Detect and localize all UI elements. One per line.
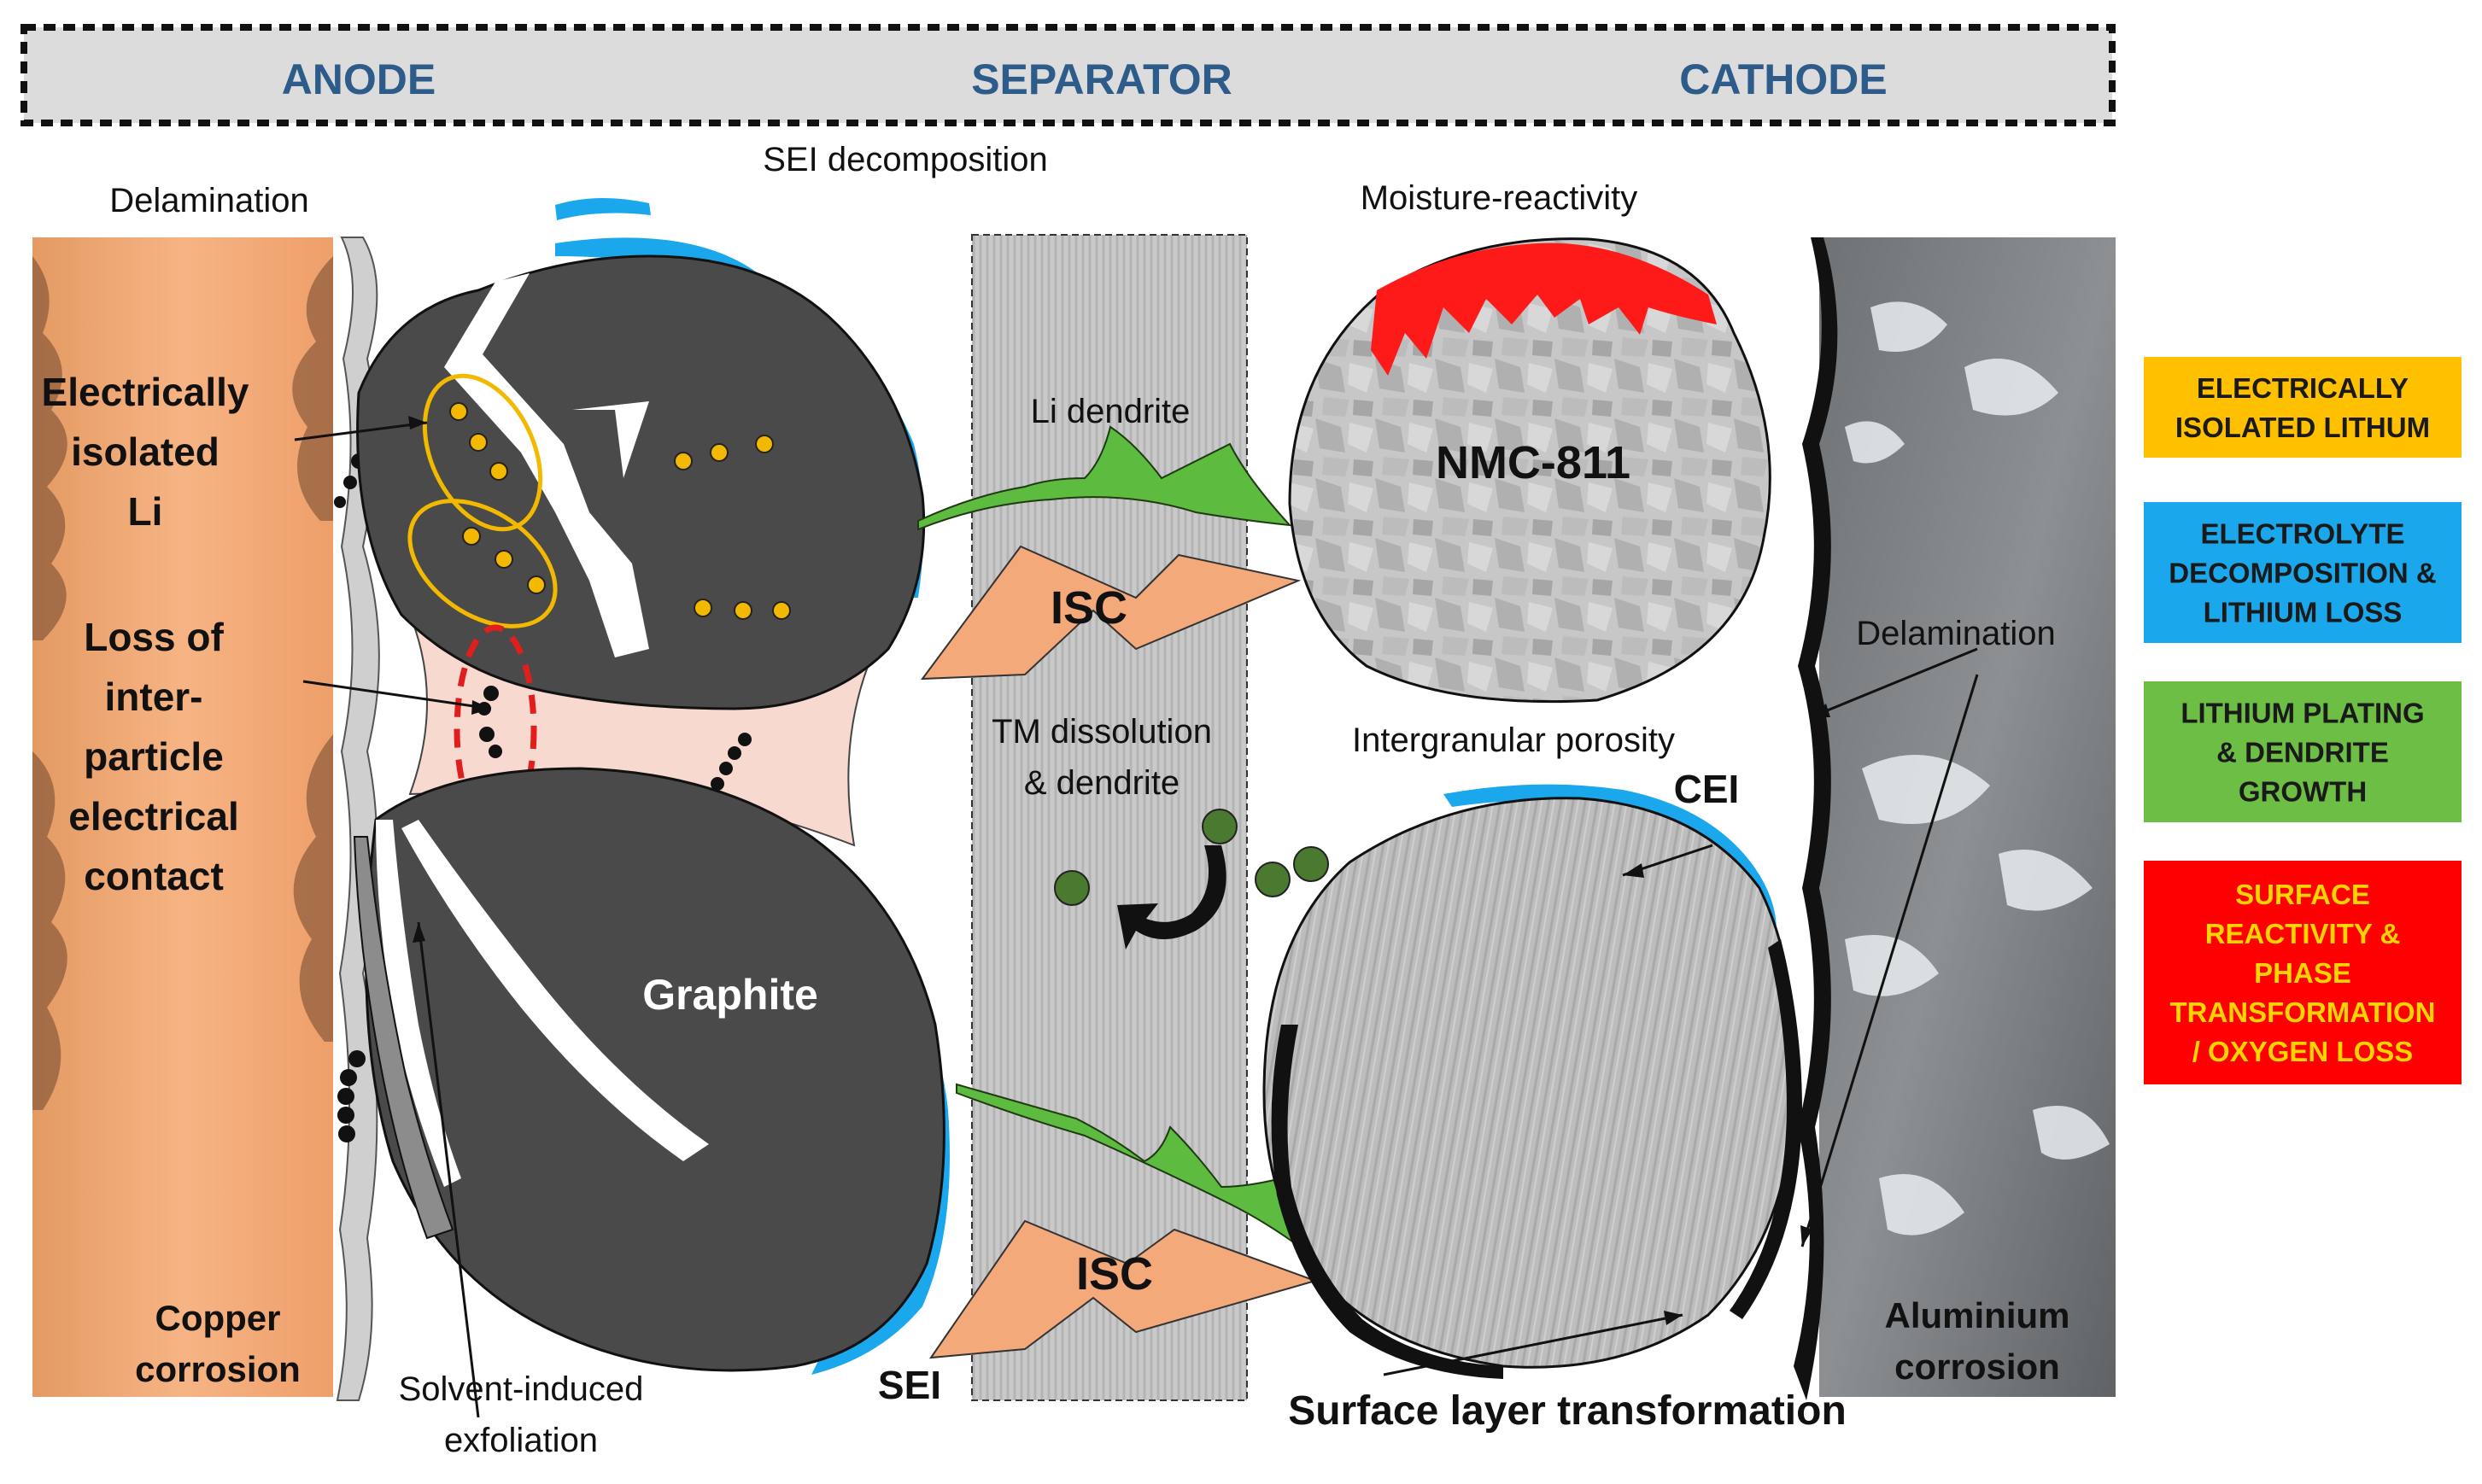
graphite-particle-top	[356, 254, 926, 710]
label-isolated-li-1: Electrically	[42, 370, 249, 414]
surface-layer-ring-right	[1730, 939, 1802, 1319]
label-solvent-exfoliation-2: exfoliation	[444, 1422, 598, 1459]
label-sei-decomposition: SEI decomposition	[763, 141, 1048, 178]
label-contact-loss-4: electrical	[68, 794, 238, 838]
legend-label-4-line-4: TRANSFORMATION	[2169, 996, 2435, 1028]
nmc-particle-bottom	[1262, 797, 1797, 1369]
label-moisture-reactivity: Moisture-reactivity	[1361, 179, 1638, 217]
label-isolated-li-2: isolated	[71, 429, 220, 474]
surface-layer-ring	[1271, 1025, 1503, 1379]
header-anode: ANODE	[282, 56, 436, 103]
li-dendrite-top	[917, 425, 1292, 531]
contact-loss-particles	[477, 686, 752, 791]
aluminium-collector	[1819, 237, 2116, 1397]
legend-label-4-line-2: REACTIVITY &	[2205, 918, 2401, 949]
label-cei: CEI	[1674, 767, 1740, 811]
legend-box-2	[2144, 502, 2462, 643]
label-contact-loss-2: inter-	[105, 675, 203, 719]
label-solvent-exfoliation-1: Solvent-induced	[399, 1370, 644, 1408]
label-contact-loss-1: Loss of	[84, 615, 224, 659]
header-cathode: CATHODE	[1679, 56, 1888, 103]
legend-label-3-line-3: GROWTH	[2239, 776, 2367, 808]
interface-particles-bottom	[337, 1050, 366, 1142]
label-isc-top: ISC	[1051, 582, 1127, 634]
cei-layer	[1443, 784, 1777, 931]
label-copper-corrosion-2: corrosion	[135, 1349, 301, 1389]
label-delamination-right: Delamination	[1856, 615, 2055, 652]
exfoliation-gap	[376, 820, 461, 1187]
legend-label-2-line-1: ELECTROLYTE	[2201, 518, 2405, 550]
label-aluminium-corrosion-1: Aluminium	[1885, 1295, 2070, 1335]
graphite-crack-top	[444, 273, 649, 657]
isolated-li-dots	[449, 402, 791, 620]
oxygen-loss-region	[1371, 242, 1717, 376]
legend-box-4	[2144, 861, 2462, 1084]
legend-label-2-line-2: DECOMPOSITION &	[2169, 558, 2437, 589]
label-contact-loss-3: particle	[84, 734, 224, 779]
label-delamination-left: Delamination	[109, 182, 308, 219]
label-isolated-li-3: Li	[128, 489, 163, 534]
legend-label-1-line-1: ELECTRICALLY	[2197, 372, 2409, 404]
label-graphite: Graphite	[642, 971, 818, 1019]
label-nmc: NMC-811	[1436, 437, 1630, 488]
arrowheads	[408, 416, 1830, 1325]
header-bar	[20, 24, 2116, 126]
legend-box-3	[2144, 681, 2462, 822]
exfoliated-layer	[353, 836, 454, 1240]
exfoliation-crack	[401, 820, 709, 1161]
legend-label-4-line-1: SURFACE	[2235, 879, 2370, 910]
copper-collector	[32, 237, 333, 1397]
graphite-particle-bottom	[365, 767, 945, 1372]
label-li-dendrite: Li dendrite	[1031, 393, 1191, 430]
label-intergranular-porosity: Intergranular porosity	[1352, 722, 1675, 759]
anode-delamination-layer	[336, 237, 380, 1401]
isc-bolt-top	[920, 545, 1302, 681]
label-copper-corrosion-1: Copper	[155, 1298, 281, 1338]
legend-label-1-line-2: ISOLATED LITHUM	[2175, 412, 2430, 443]
aluminium-corrosion-spots	[1845, 301, 2110, 1236]
cathode-delamination-layer	[1794, 237, 1838, 1400]
legend-box-1	[2144, 357, 2462, 458]
label-sei: SEI	[878, 1363, 941, 1407]
tm-return-arrow	[1117, 845, 1226, 949]
legend-label-2-line-3: LITHIUM LOSS	[2204, 597, 2403, 628]
sei-fragment	[555, 197, 651, 220]
legend: ELECTRICALLY ISOLATED LITHUM ELECTROLYTE DE…	[2144, 357, 2462, 1084]
graphite-crack-top-2	[572, 401, 649, 478]
legend-label-3-line-2: & DENDRITE	[2216, 737, 2389, 768]
label-surface-layer: Surface layer transformation	[1288, 1388, 1847, 1434]
label-isc-bottom: ISC	[1076, 1248, 1153, 1300]
header-separator: SEPARATOR	[971, 56, 1232, 103]
contact-loss-ring	[454, 624, 537, 836]
label-tm-dissolution-2: & dendrite	[1024, 764, 1180, 802]
isolated-li-ring-2	[407, 499, 558, 628]
label-tm-dissolution-1: TM dissolution	[992, 713, 1212, 751]
label-contact-loss-5: contact	[84, 854, 224, 898]
legend-label-4-line-5: / OXYGEN LOSS	[2192, 1036, 2414, 1067]
legend-label-3-line-1: LITHIUM PLATING	[2181, 698, 2424, 729]
label-aluminium-corrosion-2: corrosion	[1894, 1347, 2060, 1387]
legend-label-4-line-3: PHASE	[2254, 957, 2351, 989]
